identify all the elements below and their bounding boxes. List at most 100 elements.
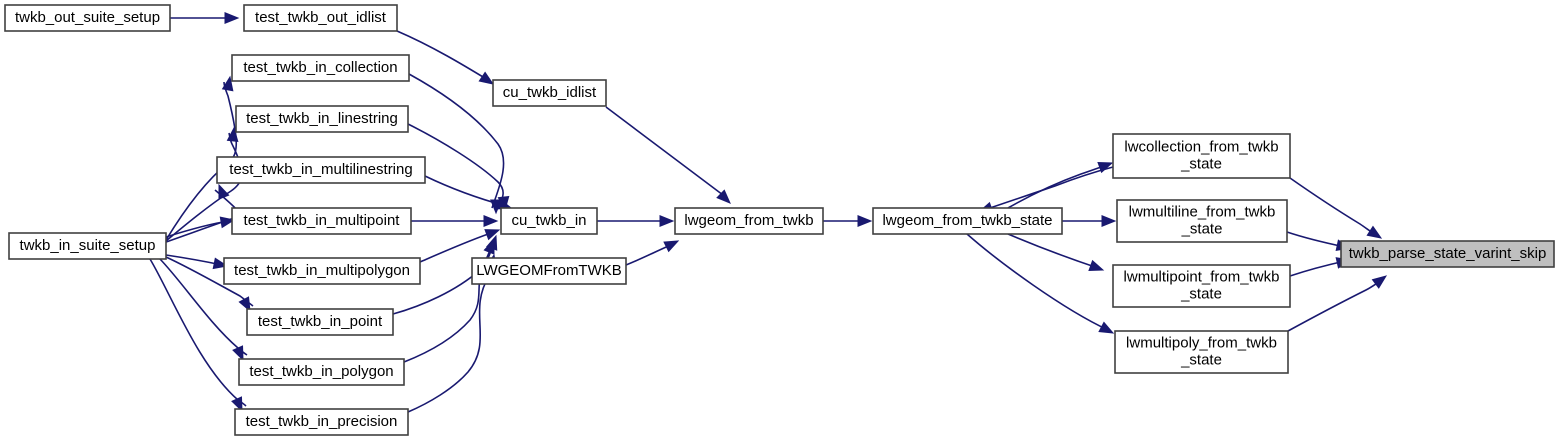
edge-twkb_in_suite_setup-to-test_twkb_in_point [165, 256, 254, 313]
node-test_twkb_in_collection[interactable]: test_twkb_in_collection [231, 54, 410, 82]
edge-LWGEOMFromTWKB-to-lwgeom_from_twkb [625, 240, 680, 266]
arrow-head-icon [231, 396, 243, 413]
node-box[interactable] [223, 257, 421, 285]
edge-line [625, 243, 674, 266]
node-test_twkb_in_multipolygon[interactable]: test_twkb_in_multipolygon [223, 257, 421, 285]
edge-twkb_out_suite_setup-to-test_twkb_out_idlist [170, 12, 240, 24]
node-label: lwmultiline_from_twkb_state [1129, 203, 1276, 237]
edge-line [983, 166, 1114, 211]
node-lwcollection_from_twkb_state[interactable]: lwcollection_from_twkb_state [1112, 133, 1291, 179]
node-box[interactable] [1340, 240, 1555, 268]
node-test_twkb_in_polygon[interactable]: test_twkb_in_polygon [238, 358, 405, 386]
node-twkb_out_suite_setup[interactable]: twkb_out_suite_setup [4, 4, 171, 32]
edge-line [165, 254, 223, 266]
node-cu_twkb_idlist[interactable]: cu_twkb_idlist [492, 79, 607, 107]
node-box[interactable] [231, 207, 412, 235]
node-label: cu_twkb_idlist [503, 84, 597, 101]
edge-line [403, 244, 493, 363]
node-box[interactable] [243, 4, 398, 32]
node-label: lwgeom_from_twkb [684, 212, 813, 229]
edge-twkb_in_suite_setup-to-test_twkb_in_multipoint [165, 216, 236, 238]
node-layer: twkb_out_suite_setup test_twkb_out_idlist… [4, 4, 1555, 436]
arrow-head-icon [218, 183, 230, 200]
node-label: twkb_out_suite_setup [15, 9, 160, 26]
arrow-head-icon [1366, 225, 1383, 239]
edge-lwgeom_from_twkb_state-to-lwmultiline_from_twkb_state [1062, 215, 1117, 227]
node-box[interactable] [8, 232, 167, 260]
edge-lwmultipoly_from_twkb_state-to-twkb_parse_state_varint_skip [1287, 275, 1388, 332]
node-test_twkb_in_precision[interactable]: test_twkb_in_precision [234, 408, 409, 436]
node-label: test_twkb_in_multipolygon [234, 262, 410, 279]
edge-twkb_in_suite_setup-to-test_twkb_in_polygon [159, 258, 248, 362]
node-label: LWGEOMFromTWKB [476, 262, 622, 279]
node-box[interactable] [4, 4, 171, 32]
arrow-head-icon [659, 215, 675, 227]
edge-test_twkb_in_multipolygon-to-cu_twkb_in [419, 229, 501, 263]
edge-line [1289, 177, 1377, 236]
node-lwgeom_from_twkb_state[interactable]: lwgeom_from_twkb_state [872, 207, 1063, 235]
node-box[interactable] [235, 105, 409, 133]
node-label: test_twkb_in_multilinestring [229, 161, 412, 178]
arrow-head-icon [219, 216, 236, 229]
node-LWGEOMFromTWKB[interactable]: LWGEOMFromTWKB [471, 257, 627, 285]
arrow-head-icon [483, 215, 499, 227]
node-box[interactable] [234, 408, 409, 436]
edge-lwcollection_from_twkb_state-to-lwgeom_from_twkb_state [977, 166, 1114, 214]
arrow-head-icon [478, 71, 495, 85]
node-box[interactable] [238, 358, 405, 386]
node-label: test_twkb_in_point [258, 313, 383, 330]
arrow-head-icon [221, 75, 234, 92]
node-cu_twkb_in[interactable]: cu_twkb_in [500, 207, 598, 235]
node-test_twkb_out_idlist[interactable]: test_twkb_out_idlist [243, 4, 398, 32]
node-box[interactable] [231, 54, 410, 82]
node-test_twkb_in_multipoint[interactable]: test_twkb_in_multipoint [231, 207, 412, 235]
arrow-head-icon [483, 238, 495, 255]
node-label: cu_twkb_in [511, 212, 586, 229]
arrow-head-icon [1098, 321, 1115, 334]
node-box[interactable] [674, 207, 824, 235]
node-twkb_in_suite_setup[interactable]: twkb_in_suite_setup [8, 232, 167, 260]
node-lwmultiline_from_twkb_state[interactable]: lwmultiline_from_twkb_state [1116, 199, 1288, 243]
edge-line [165, 220, 230, 238]
edge-line [966, 233, 1109, 331]
node-lwgeom_from_twkb[interactable]: lwgeom_from_twkb [674, 207, 824, 235]
edge-test_twkb_in_multipoint-to-cu_twkb_in [411, 215, 499, 227]
node-label: lwgeom_from_twkb_state [882, 212, 1052, 229]
edge-line [396, 30, 489, 81]
node-twkb_parse_state_varint_skip[interactable]: twkb_parse_state_varint_skip [1340, 240, 1555, 268]
arrow-head-icon [232, 345, 244, 362]
edge-cu_twkb_in-to-lwgeom_from_twkb [597, 215, 675, 227]
node-test_twkb_in_point[interactable]: test_twkb_in_point [246, 308, 394, 336]
node-label: lwcollection_from_twkb_state [1124, 138, 1278, 172]
edge-line [408, 73, 505, 209]
edge-line [159, 258, 248, 356]
edge-cu_twkb_idlist-to-lwgeom_from_twkb [605, 106, 731, 204]
edge-test_twkb_out_idlist-to-cu_twkb_idlist [396, 30, 495, 85]
edge-line [1007, 233, 1099, 269]
node-label: test_twkb_in_precision [246, 413, 398, 430]
edge-test_twkb_in_collection-to-cu_twkb_in [408, 73, 505, 215]
node-lwmultipoint_from_twkb_state[interactable]: lwmultipoint_from_twkb_state [1112, 264, 1291, 308]
node-box[interactable] [246, 308, 394, 336]
node-box[interactable] [1112, 264, 1291, 308]
node-box[interactable] [1112, 133, 1291, 179]
node-test_twkb_in_multilinestring[interactable]: test_twkb_in_multilinestring [216, 156, 426, 184]
node-box[interactable] [492, 79, 607, 107]
node-box[interactable] [471, 257, 627, 285]
arrow-head-icon [238, 296, 251, 313]
edge-twkb_in_suite_setup-to-test_twkb_in_linestring [165, 126, 243, 242]
node-box[interactable] [216, 156, 426, 184]
edge-line [605, 106, 728, 199]
arrow-head-icon [224, 12, 240, 24]
edge-lwgeom_from_twkb_state-to-lwmultipoint_from_twkb_state [1007, 233, 1105, 272]
edge-line [1286, 231, 1346, 248]
node-box[interactable] [872, 207, 1063, 235]
node-box[interactable] [1116, 199, 1288, 243]
node-box[interactable] [500, 207, 598, 235]
node-box[interactable] [1114, 330, 1289, 374]
node-label: test_twkb_in_collection [243, 59, 397, 76]
node-label: test_twkb_out_idlist [255, 9, 387, 26]
node-test_twkb_in_linestring[interactable]: test_twkb_in_linestring [235, 105, 409, 133]
node-lwmultipoly_from_twkb_state[interactable]: lwmultipoly_from_twkb_state [1114, 330, 1289, 374]
